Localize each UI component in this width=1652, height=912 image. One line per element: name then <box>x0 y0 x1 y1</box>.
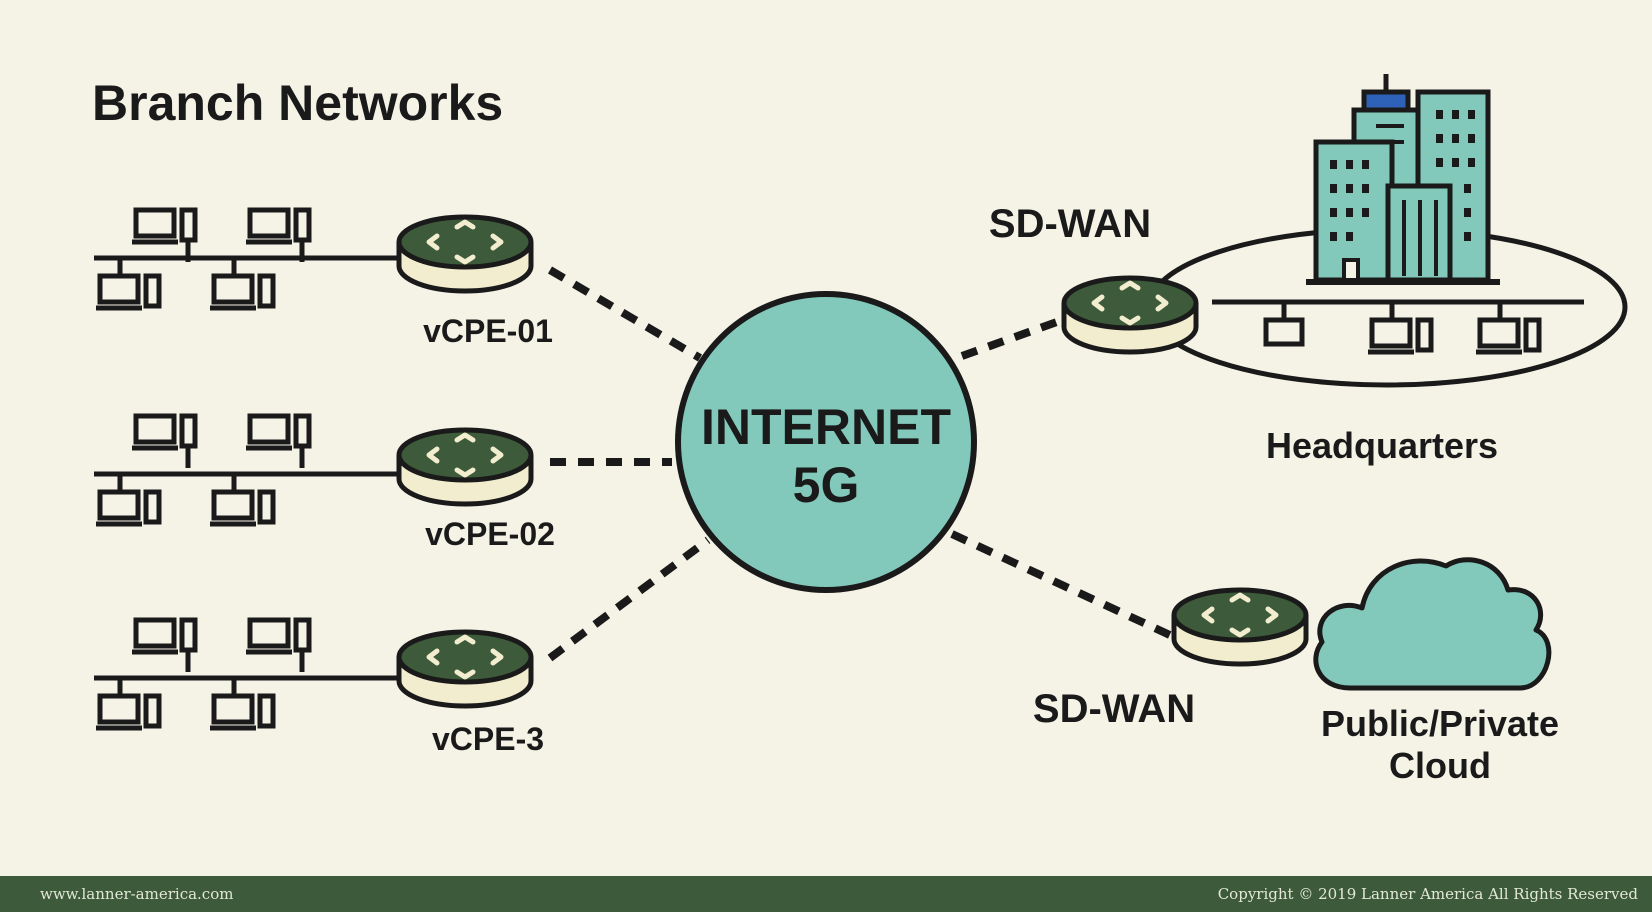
branch-network-1: vCPE-01 <box>94 210 553 349</box>
cloud-site: SD-WAN Public/Private Cloud <box>1033 557 1559 786</box>
computer-icon <box>210 474 273 524</box>
internet-hub: INTERNET 5G <box>675 291 977 593</box>
computer-icon <box>96 678 159 728</box>
router-icon <box>399 217 531 291</box>
computer-icon <box>132 620 195 672</box>
branch-label-1: vCPE-01 <box>423 313 553 349</box>
office-building-icon <box>1306 74 1500 285</box>
computer-icon <box>210 258 273 308</box>
computer-icon <box>246 210 309 262</box>
cloud-icon <box>1313 557 1552 691</box>
router-icon <box>399 632 531 706</box>
internet-circle <box>675 291 977 593</box>
link-headquarters <box>960 314 1070 360</box>
router-icon <box>399 430 531 504</box>
headquarters-site: SD-WAN Headquarters <box>989 74 1628 466</box>
cloud-label-line1: Public/Private <box>1321 703 1559 744</box>
router-icon <box>1064 278 1196 352</box>
page-title: Branch Networks <box>92 75 503 131</box>
hq-device-1 <box>1263 302 1305 347</box>
branch-network-2: vCPE-02 <box>94 416 555 552</box>
footer-copyright: Copyright © 2019 Lanner America All Righ… <box>1217 885 1638 903</box>
hub-label-line1: INTERNET <box>701 399 951 455</box>
cloud-label-line2: Cloud <box>1389 745 1491 786</box>
connection-links <box>547 266 1174 662</box>
branch-network-3: vCPE-3 <box>94 620 544 757</box>
hub-label-line2: 5G <box>793 457 860 513</box>
headquarters-label: Headquarters <box>1266 425 1498 466</box>
computer-icon <box>246 620 309 672</box>
footer-website: www.lanner-america.com <box>40 885 234 903</box>
link-branch-1 <box>547 266 703 362</box>
computer-icon <box>96 474 159 524</box>
branch-label-3: vCPE-3 <box>432 721 544 757</box>
computer-icon <box>132 416 195 468</box>
network-diagram: Branch Networks vCPE-01 vCPE-02 vCPE-3 <box>92 74 1628 786</box>
branch-label-2: vCPE-02 <box>425 516 555 552</box>
router-icon <box>1174 590 1306 664</box>
link-cloud <box>950 530 1174 640</box>
link-branch-3 <box>547 536 711 662</box>
hq-wan-label: SD-WAN <box>989 202 1151 246</box>
footer-bar: www.lanner-america.com Copyright © 2019 … <box>0 876 1652 912</box>
computer-icon <box>96 258 159 308</box>
cloud-wan-label: SD-WAN <box>1033 687 1195 731</box>
computer-icon <box>132 210 195 262</box>
computer-icon <box>246 416 309 468</box>
computer-icon <box>210 678 273 728</box>
